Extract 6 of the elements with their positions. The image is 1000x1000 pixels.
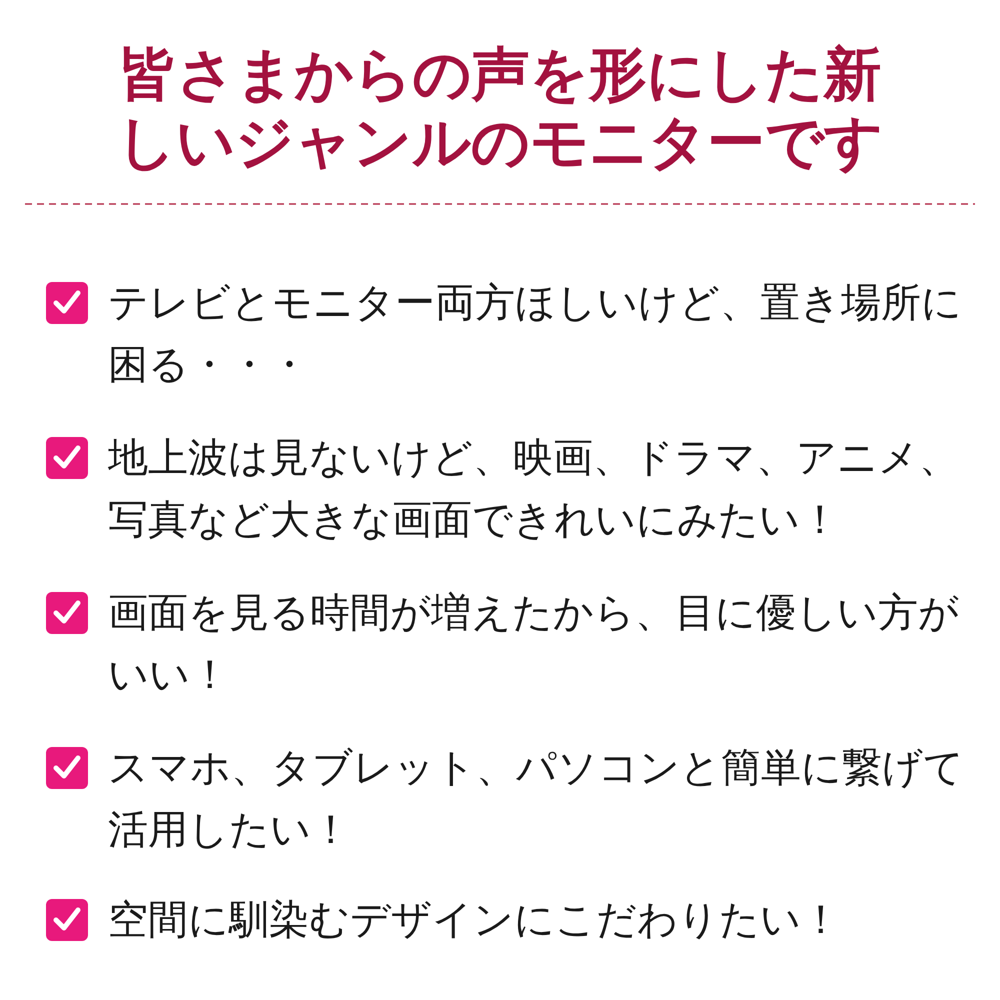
checklist-text: テレビとモニター両方ほしいけど、置き場所に困る・・・	[108, 279, 963, 390]
checklist-text: 地上波は見ないけど、映画、ドラマ、アニメ、写真など大きな画面できれいにみたい！	[108, 434, 960, 545]
checklist-text: 空間に馴染むデザインにこだわりたい！	[108, 896, 842, 945]
checklist-text: 画面を見る時間が増えたから、目に優しい方がいい！	[108, 589, 960, 700]
checklist-text: スマホ、タブレット、パソコンと簡単に繋げて活用したい！	[108, 744, 965, 855]
heading: 皆さまからの声を形にした新しいジャンルのモニターです	[116, 40, 884, 176]
